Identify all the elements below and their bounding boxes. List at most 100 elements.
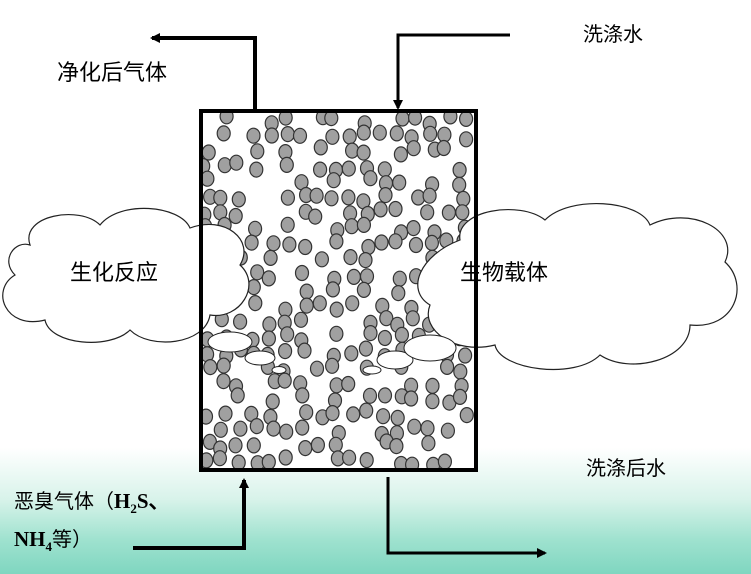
carrier-particle (329, 377, 344, 394)
carrier-particle (297, 342, 312, 359)
carrier-particle (216, 357, 231, 374)
carrier-particle (325, 128, 340, 145)
carrier-particle (392, 270, 407, 287)
carrier-particle (341, 189, 356, 206)
carrier-particle (342, 128, 357, 145)
carrier-particle (459, 407, 474, 424)
carrier-particle (459, 131, 474, 148)
carrier-particle (443, 113, 458, 125)
carrier-particle (230, 387, 245, 404)
carrier-particle (312, 295, 327, 312)
carrier-particle (309, 187, 324, 204)
carrier-particle (280, 326, 295, 343)
odor-gas-label: 恶臭气体（H2S、 NH4等） (14, 489, 170, 555)
carrier-particle (389, 438, 404, 455)
carrier-particle (325, 281, 340, 298)
carrier-particle (346, 268, 361, 285)
carrier-particle (363, 325, 378, 342)
carrier-particle (425, 377, 440, 394)
wash-water-label: 洗涤水 (583, 22, 643, 46)
carrier-particle (388, 200, 403, 218)
carrier-particle (342, 449, 357, 466)
carrier-particle (392, 174, 407, 191)
carrier-particle (218, 405, 233, 422)
carrier-particle (308, 208, 323, 225)
carrier-particle (452, 388, 468, 405)
carrier-particle (313, 139, 328, 156)
carrier-particle (265, 393, 280, 410)
carrier-particle (452, 176, 467, 193)
carrier-particle (216, 125, 231, 142)
carrier-particle (440, 422, 455, 439)
carrier-particle (404, 390, 419, 407)
carrier-particle (341, 160, 356, 177)
carrier-particle (314, 251, 329, 268)
carrier-particle (203, 144, 216, 161)
carrier-particle (326, 172, 341, 189)
carrier-particle (344, 218, 359, 235)
carrier-particle (379, 310, 394, 327)
carrier-particle (325, 357, 340, 374)
carrier-particle (329, 233, 344, 250)
carrier-particle (313, 161, 328, 178)
carrier-particle (406, 220, 421, 237)
carrier-particle (261, 330, 276, 347)
carrier-particle (277, 372, 292, 389)
carrier-particle (298, 440, 313, 457)
carrier-particle (458, 347, 473, 364)
carrier-particle (325, 405, 340, 422)
carrier-particle (362, 387, 378, 404)
carrier-particle (246, 437, 261, 454)
carrier-particle (231, 454, 246, 468)
carrier-particle (423, 125, 438, 142)
carrier-particle (299, 297, 314, 314)
carrier-particle (279, 156, 294, 173)
carrier-particle (421, 435, 436, 452)
carrier-particle (261, 453, 276, 468)
carrier-particle (394, 326, 409, 343)
carrier-particle (203, 359, 218, 376)
carrier-particle (264, 127, 279, 144)
carrier-particle (422, 187, 437, 204)
carrier-particle (453, 363, 468, 380)
carrier-particle (356, 124, 371, 141)
carrier-particle (228, 437, 243, 454)
carrier-particle (373, 201, 388, 218)
carrier-particle (216, 373, 231, 390)
carrier-particle (389, 125, 404, 142)
carrier-particle (456, 190, 471, 207)
carrier-particle (292, 127, 308, 144)
carrier-particle (293, 311, 309, 328)
carrier-particle (310, 436, 325, 454)
carrier-particle (298, 238, 313, 256)
carrier-particle (377, 329, 392, 347)
carrier-particle (329, 301, 344, 318)
carrier-particle (345, 295, 360, 312)
carrier-particle (217, 157, 232, 174)
carrier-particle (203, 170, 215, 187)
carrier-particle (408, 236, 424, 254)
carrier-particle (405, 310, 420, 327)
carrier-particle (299, 404, 314, 421)
carrier-particle (440, 358, 455, 375)
carrier-particle (441, 204, 456, 221)
carrier-particle (378, 187, 393, 204)
carrier-particle (459, 113, 474, 127)
carrier-particle (324, 113, 339, 127)
carrier-particle (248, 220, 263, 237)
carrier-particle (280, 126, 295, 143)
carrier-particle (408, 113, 423, 126)
carrier-particle (377, 161, 392, 178)
carrier-particle (203, 408, 214, 425)
carrier-particle (452, 161, 467, 179)
cloud-left (2, 207, 250, 343)
carrier-particle (233, 420, 248, 437)
carrier-particle (329, 325, 344, 342)
carrier-particle (437, 453, 452, 468)
carrier-particle (436, 139, 451, 157)
carrier-particle (345, 142, 360, 159)
carrier-particle (228, 207, 243, 225)
carrier-particle (341, 375, 356, 393)
carrier-particle (266, 420, 281, 437)
